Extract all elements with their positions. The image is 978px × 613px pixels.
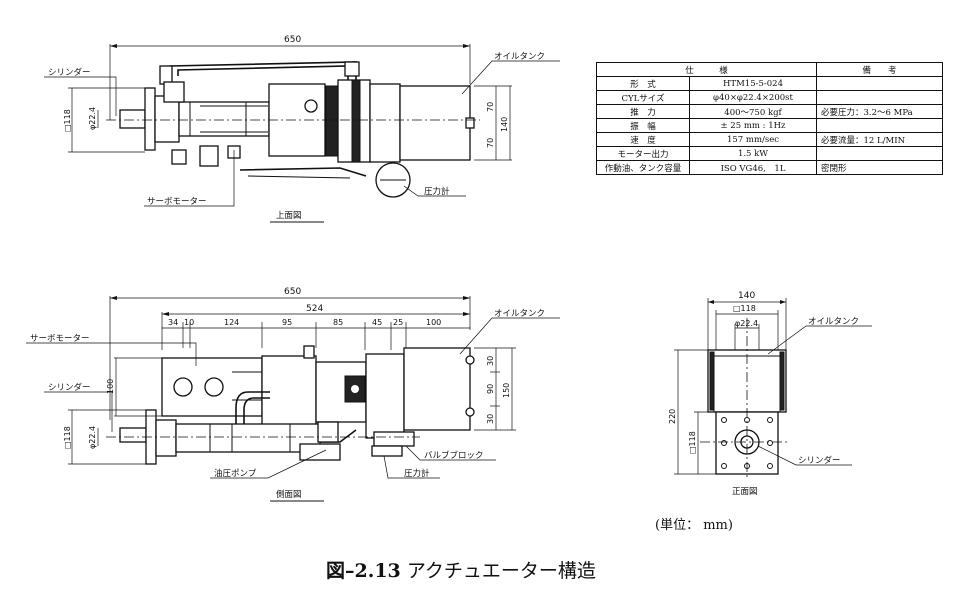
side-label-oil-tank: オイルタンク [494,309,545,319]
table-row: モーター出力 1.5 kW [596,146,943,161]
side-label-servo-motor: サーボモーター [30,334,90,344]
top-overall-dim: 650 [284,35,301,45]
side-dim-90: 90 [486,384,495,394]
side-square-dim: □118 [63,426,72,449]
side-seg-10: 10 [184,318,194,327]
spec-header: 仕 様 [596,62,817,77]
top-square-dim: □118 [63,109,72,132]
top-label-cylinder: シリンダー [48,67,91,78]
side-label-valve-block: バルブブロック [424,450,484,461]
top-rod-dia: φ22.4 [88,107,97,130]
top-label-oil-tank: オイルタンク [494,52,545,62]
side-height-100: 100 [106,379,115,394]
front-square-dim: □118 [733,304,756,313]
top-dim-70a: 70 [486,102,495,112]
side-view-name: 側面図 [276,489,302,500]
side-seg-124: 124 [224,318,239,327]
table-row: 振 幅 ± 25 mm : 1Hz [596,118,943,133]
side-dim-150: 150 [502,383,511,398]
side-rod-dia: φ22.4 [88,426,97,449]
side-view: 650 524 34 10 124 95 85 45 25 100 [26,287,560,502]
side-label-hydraulic-pump: 油圧ポンプ [214,468,257,479]
side-seg-34: 34 [168,318,178,327]
side-seg-95: 95 [282,318,292,327]
table-row: 速 度 157 mm/sec 必要流量：12 L/MIN [596,132,943,147]
unit-note: (単位： mm) [655,518,733,533]
front-left-square: □118 [688,431,697,454]
front-label-cylinder: シリンダー [798,455,841,466]
table-row: 形 式 HTM15-5-024 [596,76,943,91]
figure-number: 図–2.13 [326,560,401,582]
figure-caption: 図–2.13 アクチュエーター構造 [326,556,596,583]
side-sub-dim: 524 [306,304,323,314]
top-dim-140: 140 [500,117,509,132]
side-label-cylinder: シリンダー [48,382,91,393]
side-seg-45: 45 [372,318,382,327]
figure-title: アクチュエーター構造 [406,560,596,582]
table-row: 作動油、タンク容量 ISO VG46, 1L 密閉形 [596,160,943,175]
front-view-name: 正面図 [732,487,758,497]
top-dim-70b: 70 [486,138,495,148]
front-label-oil-tank: オイルタンク [808,317,859,327]
side-dim-30a: 30 [486,356,495,366]
spec-table-header: 仕 様 備 考 [596,62,943,77]
top-view: 650 [44,35,560,223]
side-seg-85: 85 [333,318,343,327]
front-width-dim: 140 [738,291,755,301]
table-row: 推 力 400～750 kgf 必要圧力：3.2～6 MPa [596,104,943,119]
side-seg-100: 100 [426,318,441,327]
top-label-servo-motor: サーボモーター [147,197,207,207]
side-seg-25: 25 [393,318,403,327]
side-dim-30b: 30 [486,414,495,424]
front-rod-dia: φ22.4 [735,319,758,328]
top-label-pressure-gauge: 圧力計 [424,186,450,197]
remarks-header: 備 考 [816,62,943,77]
front-height-dim: 220 [668,409,677,424]
side-label-pressure-gauge: 圧力計 [404,468,430,479]
spec-table: 仕 様 備 考 形 式 HTM15-5-024 CYLサイズ φ40×φ22.4… [596,62,943,175]
side-overall-dim: 650 [284,287,301,297]
table-row: CYLサイズ φ40×φ22.4×200st [596,90,943,105]
front-view: 140 □118 φ22.4 220 [668,291,872,497]
top-view-name: 上面図 [276,211,302,221]
